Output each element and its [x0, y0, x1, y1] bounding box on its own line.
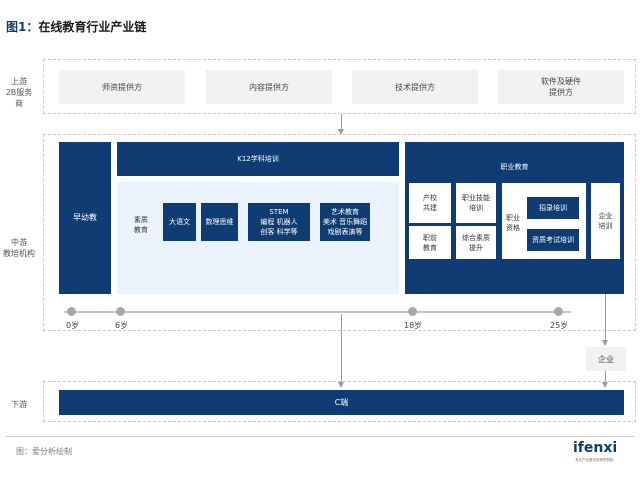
voc-qual-recruitment: 招录培训: [527, 197, 579, 219]
row-label-upstream: 上游 2B服务商: [5, 77, 33, 108]
connector-mid-down: [341, 314, 342, 383]
row-label-downstream: 下游: [11, 400, 27, 409]
timeline-dot-25: [554, 307, 563, 316]
timeline-label-0: 0岁: [66, 321, 80, 330]
voc-item-school-enterprise: 产校 共建: [409, 183, 451, 223]
upstream-box-teachers: 师资提供方: [59, 70, 185, 104]
midstream-container: [43, 134, 636, 331]
quality-item-arts: 艺术教育 美术 音乐舞蹈 戏剧表演等: [320, 203, 370, 241]
footer-divider: [6, 436, 634, 437]
connector-voc-enterprise: [605, 294, 606, 341]
figure-title-text: 在线教育行业产业链: [38, 20, 147, 34]
voc-item-quality-improvement: 综合素质 提升: [456, 226, 496, 259]
timeline-label-6: 6岁: [115, 321, 129, 330]
ifenxi-logo: ifenxi: [573, 440, 618, 456]
figure-number: 图1：: [6, 20, 39, 34]
c-end-box: C端: [59, 390, 624, 415]
voc-item-skills-training: 职业技能 培训: [456, 183, 496, 223]
timeline-label-25: 25岁: [550, 321, 569, 330]
row-label-midstream: 中游 教培机构: [3, 238, 35, 258]
timeline-dot-6: [116, 307, 125, 316]
arrow-mid-down: [337, 382, 344, 388]
quality-item-math-thinking: 数理思维: [201, 203, 238, 241]
arrow-enterprise-down: [601, 382, 608, 388]
source-note: 图：爱分析绘制: [16, 447, 72, 456]
enterprise-box: 企业: [586, 347, 626, 371]
figure-title: 图1：在线教育行业产业链: [6, 18, 146, 35]
timeline-dot-18: [408, 307, 417, 316]
quality-education-label: 素质 教育: [134, 216, 148, 234]
timeline-dot-0: [67, 307, 76, 316]
quality-item-stem: STEM 编程 机器人 创客 科学等: [248, 203, 310, 241]
upstream-container: [43, 59, 636, 114]
downstream-container: [43, 381, 636, 422]
voc-enterprise-training: 企业 培训: [591, 183, 620, 259]
upstream-box-technology: 技术提供方: [352, 70, 478, 104]
voc-qualification-label: 职业 资格: [506, 214, 520, 232]
k12-box: K12学科培训: [117, 142, 399, 176]
early-education-box: 早幼教: [59, 142, 111, 294]
voc-qual-exam: 资质考试培训: [527, 229, 579, 251]
quality-item-chinese: 大语文: [163, 203, 196, 241]
upstream-box-content: 内容提供方: [206, 70, 332, 104]
connector-up-mid: [341, 114, 342, 130]
voc-item-pre-employment: 职前 教育: [409, 226, 451, 259]
upstream-box-software-hardware: 软件及硬件 提供方: [498, 70, 624, 104]
arrow-up-mid: [337, 129, 344, 135]
age-timeline: [64, 311, 571, 313]
ifenxi-logo-tagline: 专业产业数字化研究机构: [575, 458, 614, 462]
connector-enterprise-down: [605, 371, 606, 383]
arrow-voc-enterprise: [601, 340, 608, 346]
timeline-label-18: 18岁: [404, 321, 423, 330]
